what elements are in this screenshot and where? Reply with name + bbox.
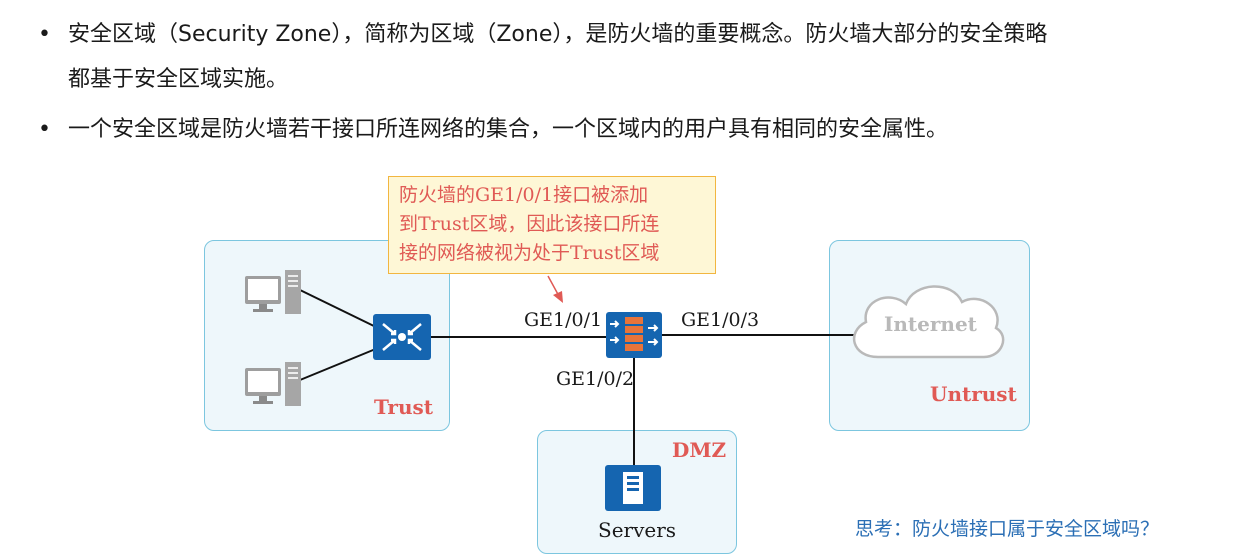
- pc-icon: [245, 362, 301, 406]
- bullet-text-line: 一个安全区域是防火墙若干接口所连网络的集合，一个区域内的用户具有相同的安全属性。: [68, 117, 949, 142]
- firewall-icon: [606, 312, 662, 358]
- bullet-dot: •: [38, 117, 51, 142]
- callout-line: 到Trust区域，因此该接口所连: [399, 213, 660, 235]
- interface-label-ge1: GE1/0/1: [524, 309, 603, 331]
- bullet-text-line: 安全区域（Security Zone），简称为区域（Zone），是防火墙的重要概…: [68, 22, 1048, 47]
- callout-arrow-icon: [547, 275, 563, 303]
- switch-icon: [373, 314, 431, 360]
- bullet-dot: •: [38, 22, 51, 47]
- callout-line: 防火墙的GE1/0/1接口被添加: [399, 184, 649, 206]
- dmz-zone-label: DMZ: [672, 438, 727, 462]
- interface-label-ge2: GE1/0/2: [556, 368, 635, 390]
- bullet-text-line: 都基于安全区域实施。: [68, 67, 289, 92]
- think-question: 思考：防火墙接口属于安全区域吗？: [855, 518, 1160, 540]
- pc-icon: [245, 270, 301, 314]
- callout-line: 接的网络被视为处于Trust区域: [399, 242, 660, 264]
- callout-box: 防火墙的GE1/0/1接口被添加 到Trust区域，因此该接口所连 接的网络被视…: [388, 176, 716, 274]
- untrust-zone-label: Untrust: [930, 382, 1017, 406]
- link-pc2-switch: [299, 347, 379, 381]
- server-icon: [605, 465, 661, 511]
- servers-label: Servers: [598, 518, 677, 542]
- interface-label-ge3: GE1/0/3: [681, 309, 760, 331]
- internet-label: Internet: [884, 312, 977, 336]
- cloud-icon: [852, 285, 1005, 359]
- trust-zone-label: Trust: [374, 395, 434, 419]
- link-pc1-switch: [299, 289, 379, 329]
